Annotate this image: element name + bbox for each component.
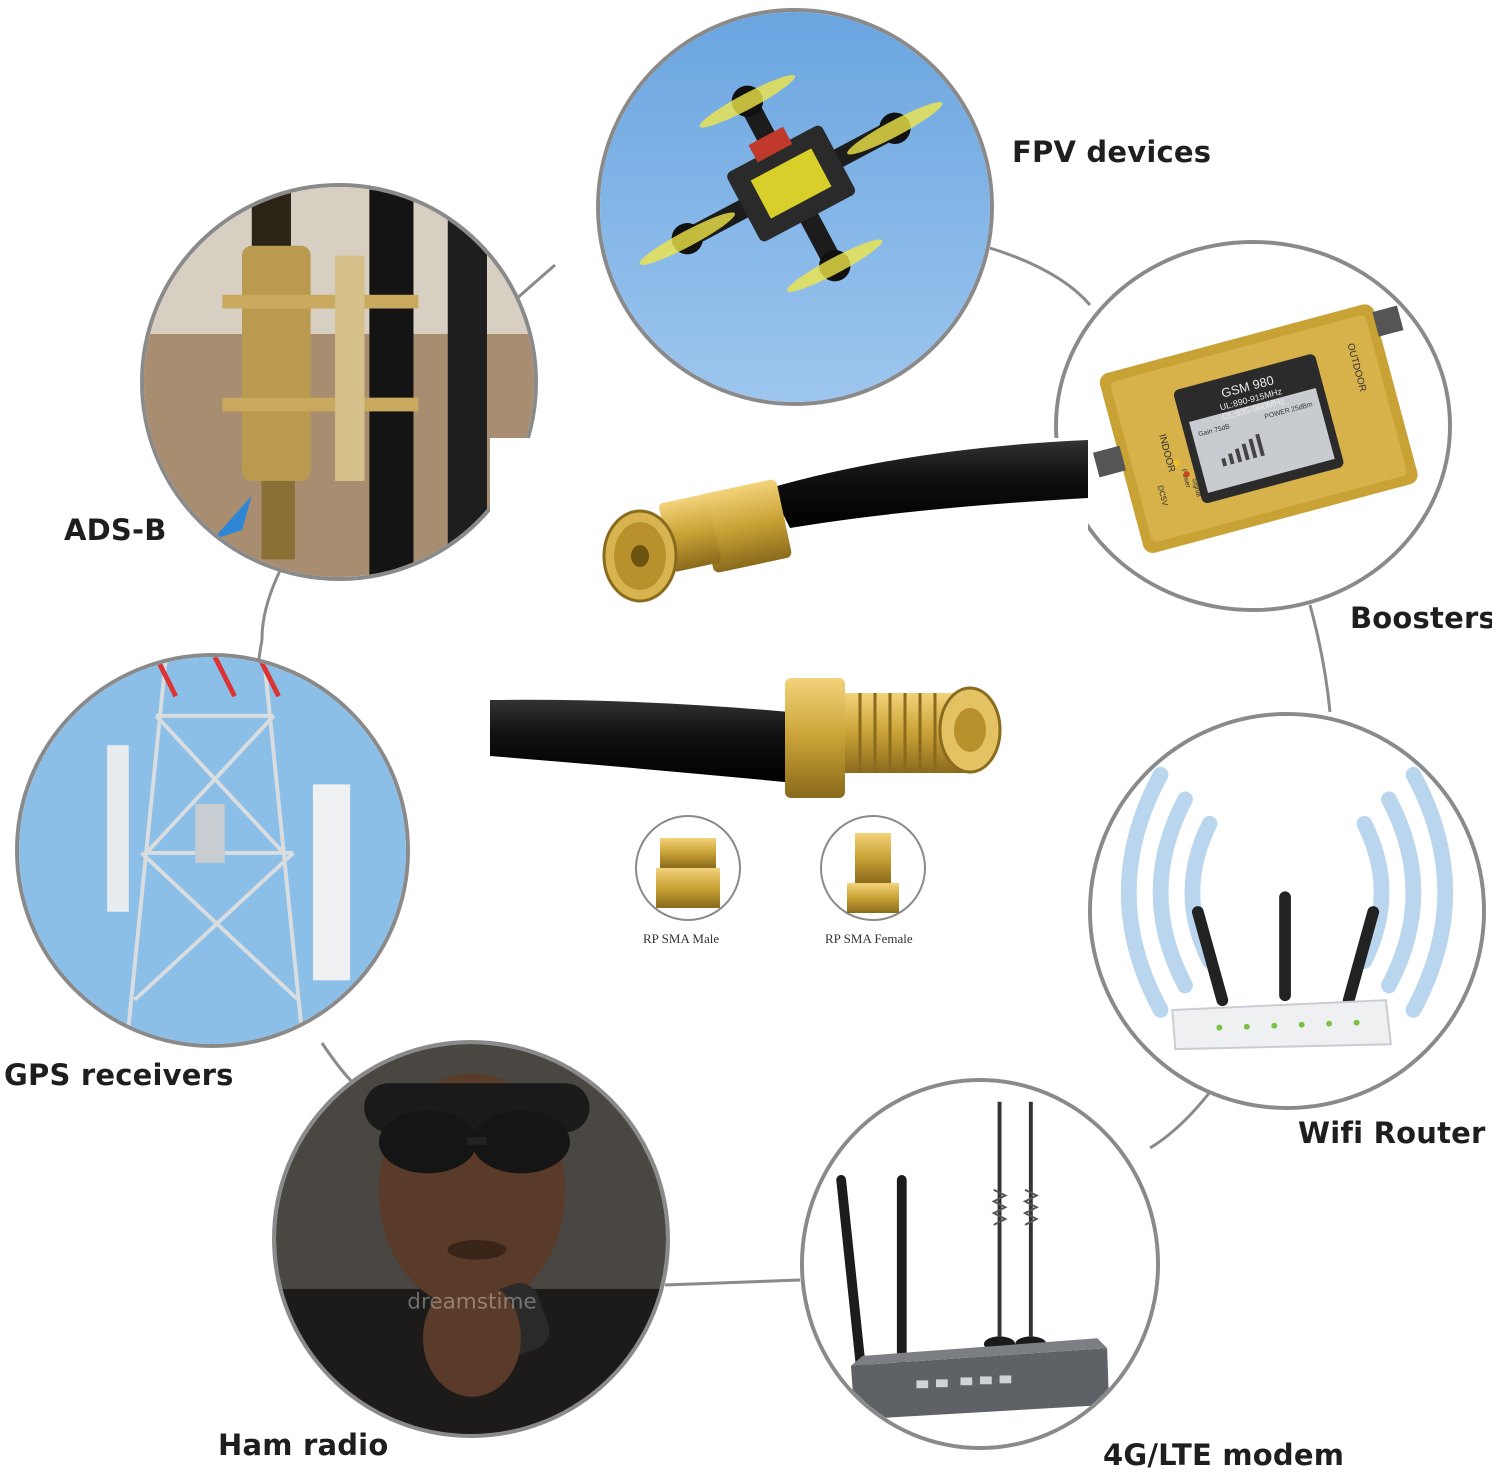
boosters-image: GSM 980 UL:890-915MHz DL:935-960MHz Gain…	[1054, 240, 1452, 612]
rp-sma-male-connector	[602, 479, 792, 603]
ham-radio-label: Ham radio	[218, 1428, 389, 1462]
fpv-devices-image	[596, 8, 994, 406]
antenna-mount-icon	[144, 187, 534, 577]
booster-power-led: Power	[1180, 468, 1192, 489]
rp-sma-female-label: RP SMA Female	[825, 931, 913, 946]
rp-sma-male-label: RP SMA Male	[643, 931, 720, 946]
gps-receivers-label: GPS receivers	[4, 1058, 234, 1092]
ham-radio-image: dreamstime	[272, 1040, 670, 1438]
ads-b-label: ADS-B	[64, 513, 167, 547]
wifi-router-icon	[1092, 716, 1482, 1106]
signal-booster-icon: GSM 980 UL:890-915MHz DL:935-960MHz Gain…	[1058, 244, 1448, 608]
lte-modem-label: 4G/LTE modem	[1103, 1438, 1345, 1472]
radio-operator-icon: dreamstime	[276, 1044, 666, 1434]
watermark-text: dreamstime	[407, 1290, 536, 1315]
wifi-router-label: Wifi Router	[1298, 1116, 1486, 1150]
cable-bottom	[490, 699, 800, 783]
fpv-devices-label: FPV devices	[1012, 135, 1212, 169]
rp-sma-cable-image	[490, 440, 1088, 921]
cell-tower-icon	[19, 657, 406, 1044]
boosters-label: Boosters	[1350, 601, 1492, 635]
lte-modem-image	[800, 1078, 1160, 1450]
cable-product-panel: RP SMA Male RP SMA Female	[490, 438, 1088, 1028]
rp-sma-female-connector	[785, 678, 1002, 798]
gps-receivers-image	[15, 653, 410, 1048]
booster-signal-led: Signal	[1190, 478, 1202, 499]
drone-icon	[600, 12, 990, 402]
wifi-router-image	[1088, 712, 1486, 1110]
ads-b-image	[140, 183, 538, 581]
cable-top	[770, 440, 1088, 528]
lte-modem-icon	[804, 1082, 1156, 1446]
